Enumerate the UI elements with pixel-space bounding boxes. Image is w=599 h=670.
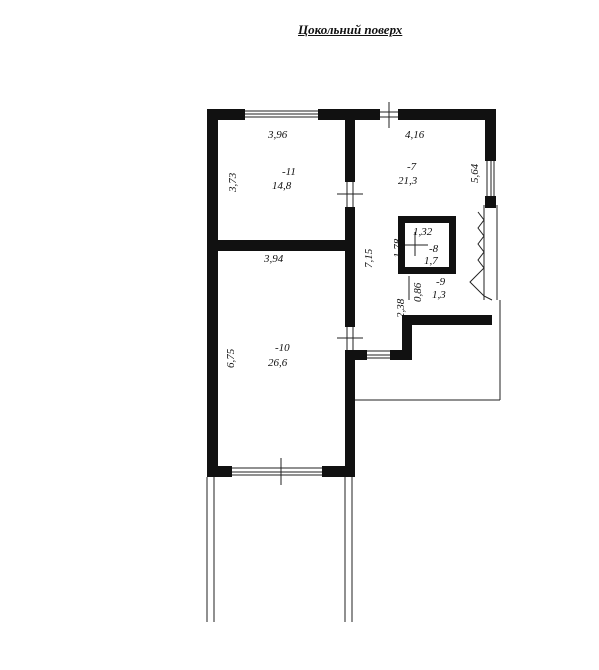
openings bbox=[232, 102, 495, 485]
dim-r8-depth: 1,78 bbox=[392, 238, 404, 258]
wall-interior-2 bbox=[345, 207, 355, 327]
wall-top-left bbox=[207, 109, 245, 120]
dim-r10-width: 3,94 bbox=[263, 253, 284, 265]
dim-r9-width: 0,86 bbox=[412, 282, 424, 302]
room-10-number: -10 bbox=[275, 342, 290, 354]
room-8-number: -8 bbox=[429, 243, 439, 255]
wall-r11-r10 bbox=[207, 240, 345, 251]
room-9-number: -9 bbox=[436, 276, 446, 288]
room-9-area: 1,3 bbox=[432, 289, 446, 301]
dim-corridor-length: 7,15 bbox=[363, 248, 375, 268]
wall-top-right bbox=[398, 109, 496, 120]
room-8-area: 1,7 bbox=[424, 255, 438, 267]
dim-r7-width: 4,16 bbox=[405, 129, 425, 141]
wall-step-top bbox=[402, 315, 492, 325]
wall-left-outer bbox=[207, 109, 218, 477]
wall-right-upper bbox=[485, 109, 496, 161]
walls bbox=[207, 109, 496, 477]
wall-interior-1 bbox=[345, 120, 355, 182]
dim-r7-depth: 5,64 bbox=[469, 163, 481, 183]
dim-r8-width: 1,32 bbox=[413, 226, 433, 238]
outline-lines bbox=[206, 205, 501, 622]
staircase bbox=[469, 211, 493, 301]
wall-bottom-left bbox=[207, 466, 232, 477]
wall-entry-top bbox=[345, 350, 367, 360]
room-7-area: 21,3 bbox=[398, 175, 418, 187]
wall-entry-right bbox=[390, 350, 410, 360]
room-11-area: 14,8 bbox=[272, 180, 292, 192]
dim-r11-width: 3,96 bbox=[267, 129, 288, 141]
wall-right-lower bbox=[485, 196, 496, 208]
wall-interior-3 bbox=[345, 350, 355, 477]
dim-r11-depth: 3,73 bbox=[227, 172, 239, 193]
wall-bottom-right bbox=[322, 466, 355, 477]
wall-step-vertical bbox=[402, 315, 412, 360]
wall-top-mid bbox=[318, 109, 380, 120]
room-11-number: -11 bbox=[282, 166, 296, 178]
labels: 3,96 4,16 3,73 5,64 7,15 1,32 1,78 0,86 … bbox=[225, 129, 481, 369]
dim-r9-depth: 2,38 bbox=[395, 298, 407, 318]
room-10-area: 26,6 bbox=[268, 357, 288, 369]
room-7-number: -7 bbox=[407, 161, 417, 173]
plan-title: Цокольний поверх bbox=[298, 22, 403, 37]
dim-r10-depth: 6,75 bbox=[225, 348, 237, 368]
